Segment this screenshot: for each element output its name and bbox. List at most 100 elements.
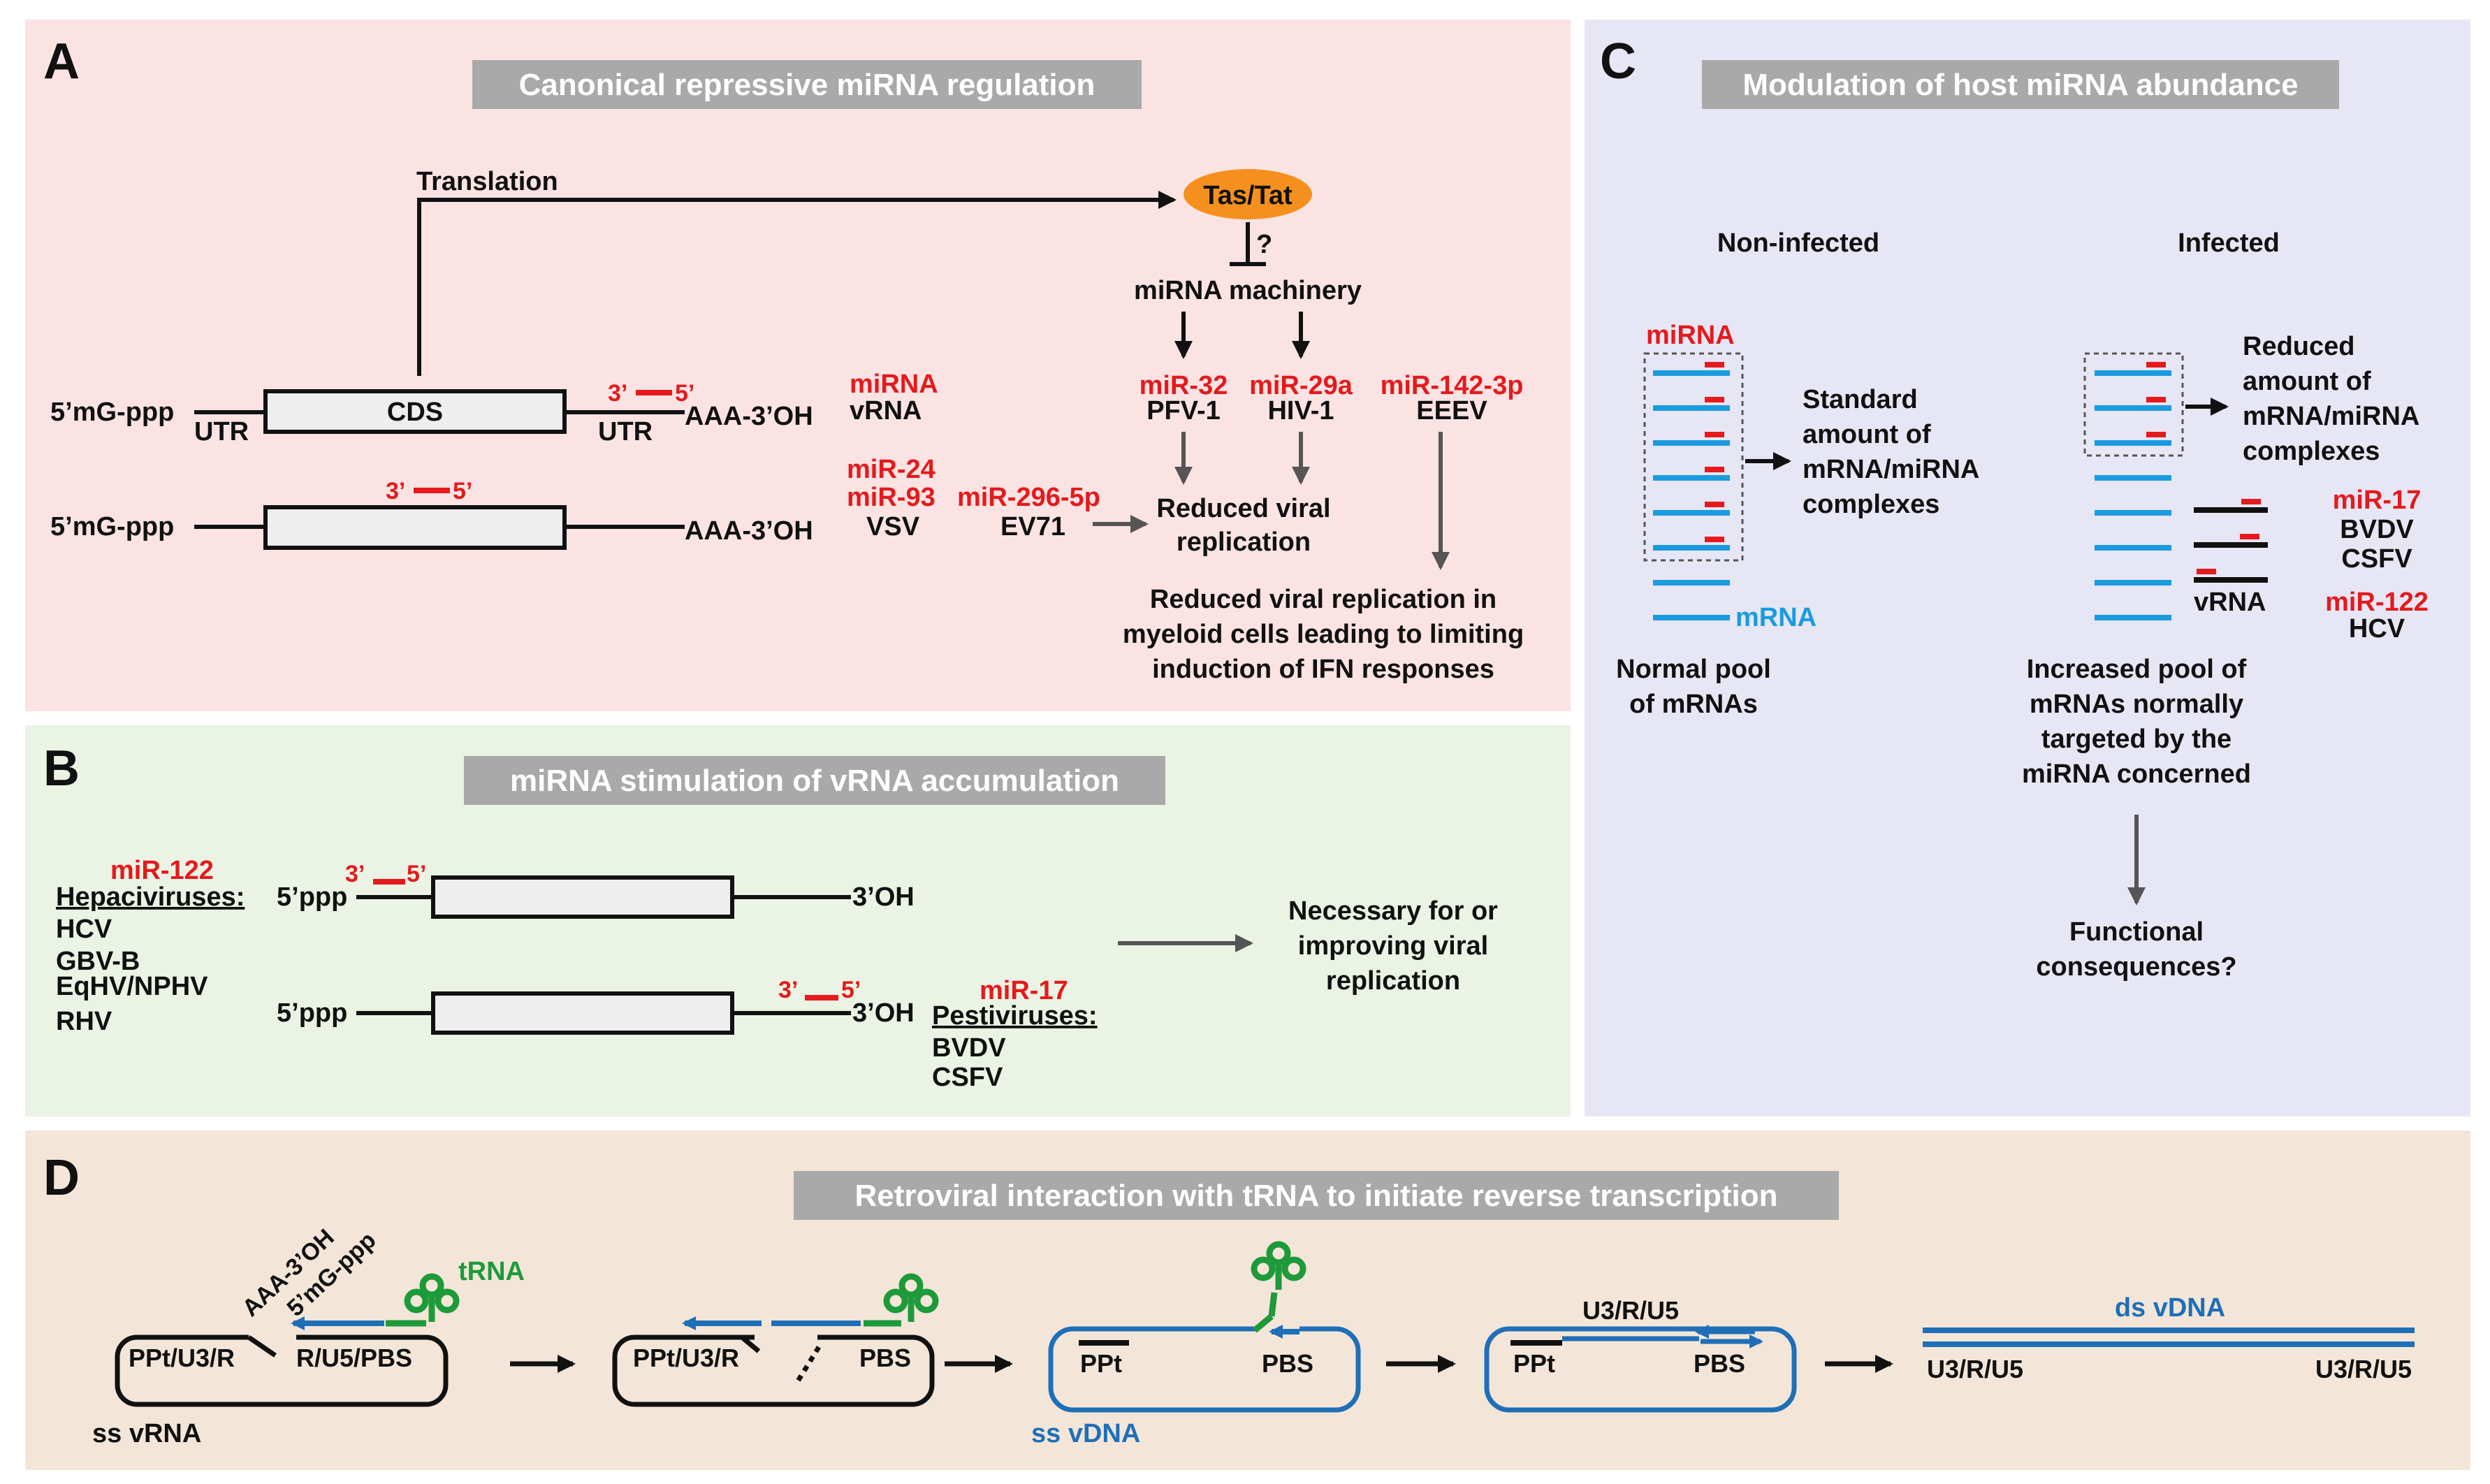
panel-a-title-box — [472, 60, 1142, 109]
ss-vrna-label: ss vRNA — [92, 1419, 201, 1448]
panel-c-background — [1585, 20, 2470, 1116]
step2-tail — [740, 1335, 761, 1353]
standard-3: mRNA/miRNA — [1803, 455, 1979, 484]
site-2-5prime: 5’ — [453, 478, 472, 504]
non-infected-mrna-list — [1653, 362, 1730, 620]
panel-a: A Canonical repressive miRNA regulation … — [43, 34, 1524, 684]
normal-pool-1: Normal pool — [1616, 655, 1771, 684]
step2-dashed — [794, 1346, 821, 1385]
vsv-label: VSV — [866, 512, 920, 541]
myeloid-text-1: Reduced viral replication in — [1150, 585, 1497, 614]
b-site-2-3prime: 3’ — [778, 977, 798, 1003]
ev71-label: EV71 — [1000, 512, 1065, 541]
site-2-3prime: 3’ — [386, 478, 405, 504]
ss-vdna-label: ss vDNA — [1031, 1419, 1140, 1448]
b-box-1 — [431, 875, 734, 919]
mir122-label: miR-122 — [110, 856, 214, 885]
functional-2: consequences? — [2036, 952, 2236, 982]
mirna-legend: miRNA — [850, 370, 938, 399]
non-infected-label: Non-infected — [1717, 228, 1879, 258]
bvdv-label-b: BVDV — [932, 1033, 1006, 1063]
r-u5-pbs-label: R/U5/PBS — [296, 1344, 412, 1372]
pbs-label-2: PBS — [859, 1344, 911, 1372]
question-mark: ? — [1256, 230, 1272, 259]
panel-b-letter: B — [43, 741, 80, 796]
panel-c-title: Modulation of host miRNA abundance — [1742, 68, 2298, 102]
csfv-label-c: CSFV — [2341, 544, 2412, 574]
standard-2: amount of — [1803, 420, 1931, 449]
three-oh-2: 3’OH — [852, 998, 915, 1028]
increased-1: Increased pool of — [2027, 655, 2247, 684]
u3ru5-left-label: U3/R/U5 — [1927, 1355, 2023, 1383]
panel-d-letter: D — [43, 1150, 80, 1206]
functional-1: Functional — [2069, 917, 2204, 947]
panel-b-title-box — [464, 756, 1165, 805]
vrna-legend: vRNA — [850, 396, 922, 425]
panel-d-title-box — [794, 1171, 1839, 1220]
mrna-label-c: mRNA — [1735, 603, 1816, 632]
translation-arrow — [417, 191, 1177, 376]
vrna-sponges — [2194, 499, 2268, 583]
mir142-label: miR-142-3p — [1381, 371, 1524, 400]
reduced-1: Reduced — [2243, 332, 2354, 361]
increased-4: miRNA concerned — [2022, 759, 2251, 789]
tas-tat-ellipse — [1184, 169, 1312, 219]
non-infected-dashed-box — [1643, 352, 1744, 562]
u3ru5-top-label: U3/R/U5 — [1582, 1296, 1679, 1325]
loop-2-gap — [755, 1332, 817, 1344]
panel-b: B miRNA stimulation of vRNA accumulation… — [43, 741, 1498, 1092]
site-1-5prime: 5’ — [675, 380, 694, 407]
increased-2: mRNAs normally — [2030, 690, 2243, 719]
hcv-label-c: HCV — [2349, 614, 2405, 643]
mir17-label-c: miR-17 — [2333, 486, 2422, 515]
cds-box-2 — [263, 505, 567, 550]
mir17-label-b: miR-17 — [980, 976, 1068, 1005]
mir24-label: miR-24 — [847, 455, 935, 484]
panel-d-title: Retroviral interaction with tRNA to init… — [854, 1179, 1777, 1213]
five-ppp-1: 5’ppp — [277, 882, 347, 912]
ppt-u3r-label-2: PPt/U3/R — [633, 1344, 739, 1372]
pbs-label-4: PBS — [1694, 1349, 1745, 1378]
mir32-label: miR-32 — [1140, 371, 1228, 400]
myeloid-text-3: induction of IFN responses — [1152, 655, 1494, 684]
infected-mrna-list — [2095, 362, 2171, 620]
u3ru5-right-label: U3/R/U5 — [2315, 1355, 2412, 1383]
myeloid-text-2: myeloid cells leading to limiting — [1123, 620, 1524, 649]
pestiviruses-label: Pestiviruses: — [932, 1001, 1098, 1031]
gbvb-label: GBV-B — [56, 947, 140, 976]
trna-stem-3b — [1268, 1292, 1278, 1317]
infected-dashed-box — [2083, 352, 2184, 457]
mirna-machinery-label: miRNA machinery — [1134, 276, 1362, 305]
tas-tat-label: Tas/Tat — [1203, 181, 1293, 210]
panel-a-background — [25, 20, 1571, 711]
ss-vdna-loop — [1048, 1326, 1361, 1413]
rhv-label: RHV — [56, 1007, 112, 1036]
loop-1-gap — [249, 1332, 296, 1344]
csfv-label-b: CSFV — [932, 1063, 1003, 1092]
five-ppp-2: 5’ppp — [277, 998, 347, 1028]
aaa-tail — [247, 1335, 277, 1358]
cds-label: CDS — [387, 398, 443, 427]
hiv1-label: HIV-1 — [1267, 396, 1334, 425]
reduced-viral-2: replication — [1177, 528, 1311, 557]
reduced-viral-1: Reduced viral — [1156, 494, 1330, 523]
trna-label: tRNA — [458, 1257, 525, 1286]
site-1-3prime: 3’ — [608, 380, 627, 407]
step4-loop — [1484, 1326, 1797, 1413]
panel-c-letter: C — [1600, 34, 1636, 89]
utr-right-label: UTR — [598, 417, 653, 446]
b-site-1-3prime: 3’ — [345, 861, 365, 887]
ppt-u3r-label: PPt/U3/R — [129, 1344, 235, 1372]
eqhv-label: EqHV/NPHV — [56, 972, 208, 1001]
standard-1: Standard — [1803, 385, 1918, 414]
normal-pool-2: of mRNAs — [1629, 690, 1758, 719]
b-site-2-5prime: 5’ — [841, 977, 861, 1003]
ppt-label-3: PPt — [1080, 1349, 1122, 1378]
panel-a-letter: A — [43, 34, 80, 89]
mir296-label: miR-296-5p — [957, 483, 1100, 512]
mirna-label-c: miRNA — [1646, 321, 1735, 350]
reduced-2: amount of — [2243, 367, 2371, 396]
aaa-label-2: AAA-3’OH — [685, 516, 813, 546]
b-box-2 — [431, 991, 734, 1035]
